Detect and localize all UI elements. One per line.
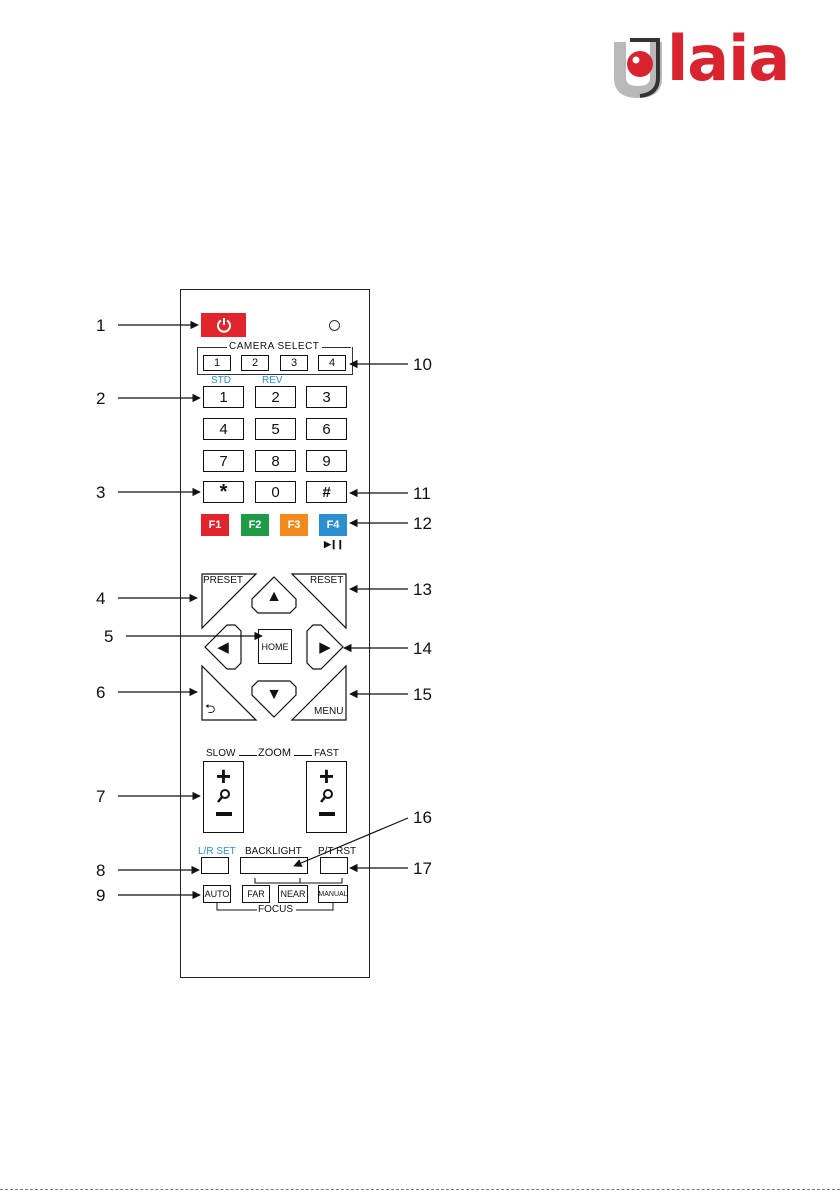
callout-7: 7 bbox=[96, 787, 105, 807]
callout-1: 1 bbox=[96, 316, 105, 336]
callout-17: 17 bbox=[413, 859, 432, 879]
callout-10: 10 bbox=[413, 355, 432, 375]
callout-16: 16 bbox=[413, 808, 432, 828]
callout-3: 3 bbox=[96, 483, 105, 503]
callout-14: 14 bbox=[413, 639, 432, 659]
callout-13: 13 bbox=[413, 580, 432, 600]
callout-15: 15 bbox=[413, 685, 432, 705]
callout-2: 2 bbox=[96, 389, 105, 409]
callout-8: 8 bbox=[96, 861, 105, 881]
callout-12: 12 bbox=[413, 514, 432, 534]
callout-6: 6 bbox=[96, 683, 105, 703]
callout-4: 4 bbox=[96, 589, 105, 609]
page-bottom-rule bbox=[0, 1189, 840, 1190]
callout-11: 11 bbox=[413, 484, 431, 504]
callout-9: 9 bbox=[96, 886, 105, 906]
callout-5: 5 bbox=[104, 627, 113, 647]
